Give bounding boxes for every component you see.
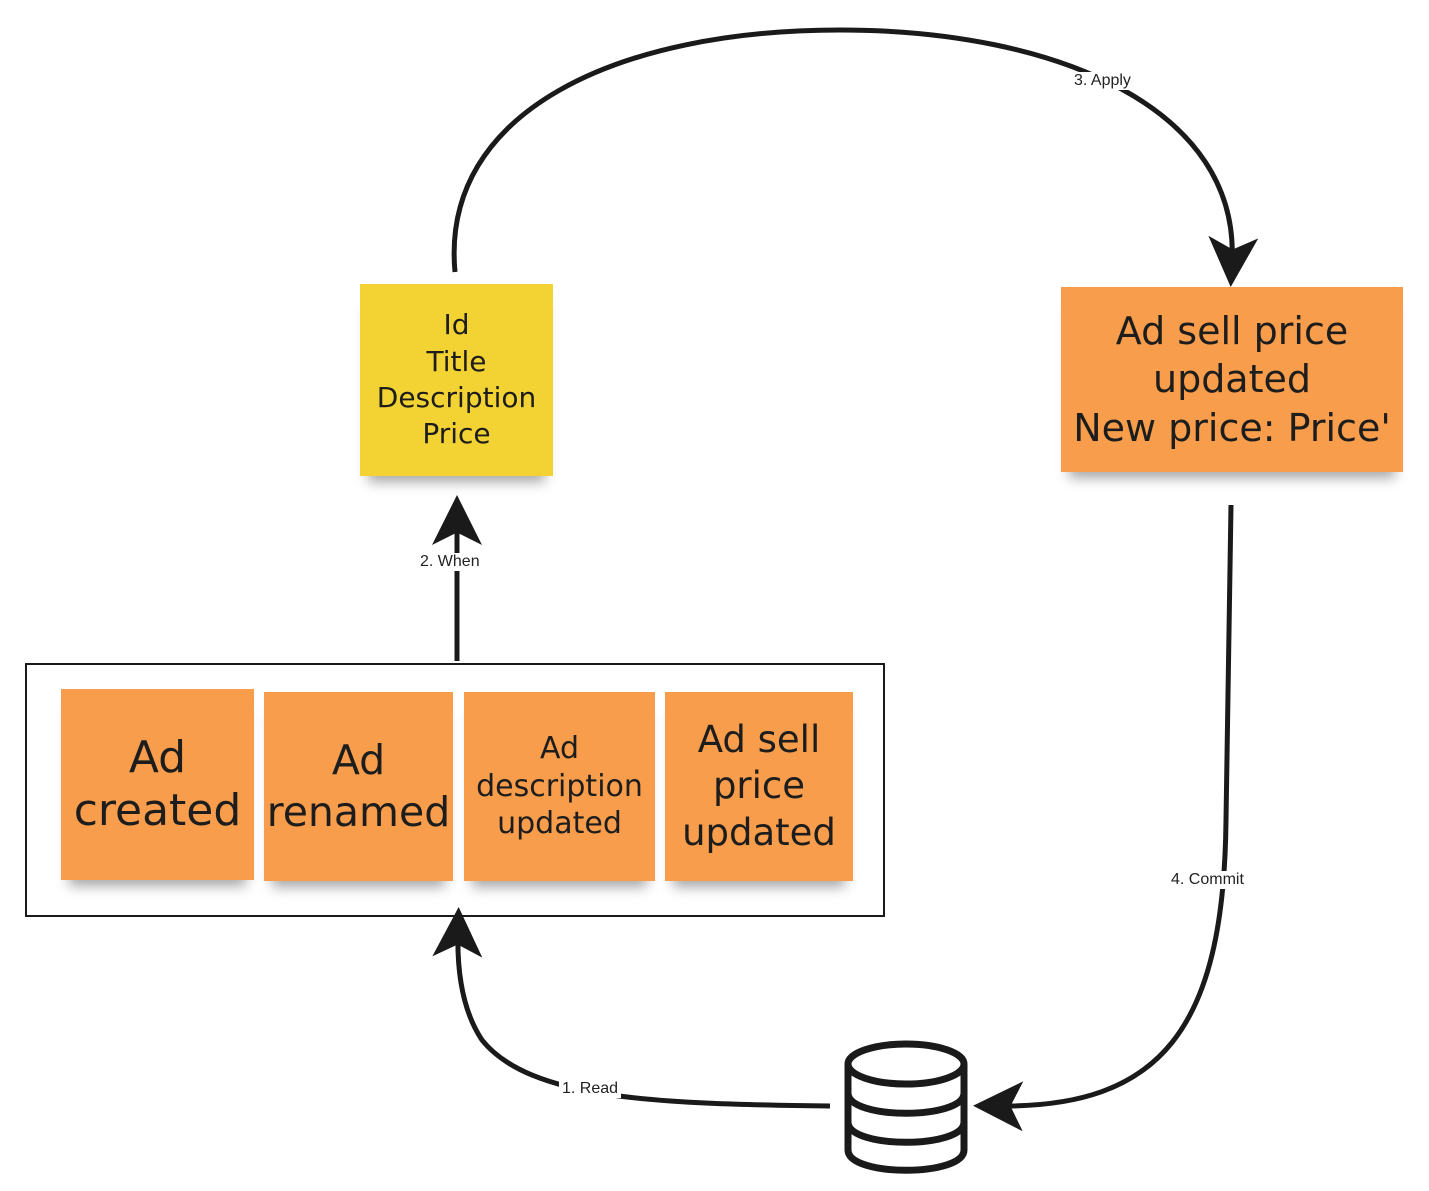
database-icon xyxy=(844,1040,968,1174)
read-connector xyxy=(432,907,831,1109)
edge-label-apply: 3. Apply xyxy=(1071,72,1134,90)
new-event-sticky: Ad sell price updated New price: Price' xyxy=(1061,287,1403,472)
apply-connector xyxy=(451,27,1259,287)
state-sticky: Id Title Description Price xyxy=(360,284,553,476)
event-stream-frame xyxy=(25,663,885,917)
event-sticky-ad-description-updated: Ad description updated xyxy=(464,692,655,881)
edge-label-read: 1. Read xyxy=(559,1080,622,1098)
edge-label-when: 2. When xyxy=(417,553,483,571)
event-sticky-ad-renamed: Ad renamed xyxy=(264,692,453,881)
event-sticky-ad-created: Ad created xyxy=(61,689,254,880)
edge-label-commit: 4. Commit xyxy=(1168,871,1247,889)
event-sticky-ad-sell-price-updated: Ad sell price updated xyxy=(665,692,853,881)
commit-connector xyxy=(973,504,1234,1132)
